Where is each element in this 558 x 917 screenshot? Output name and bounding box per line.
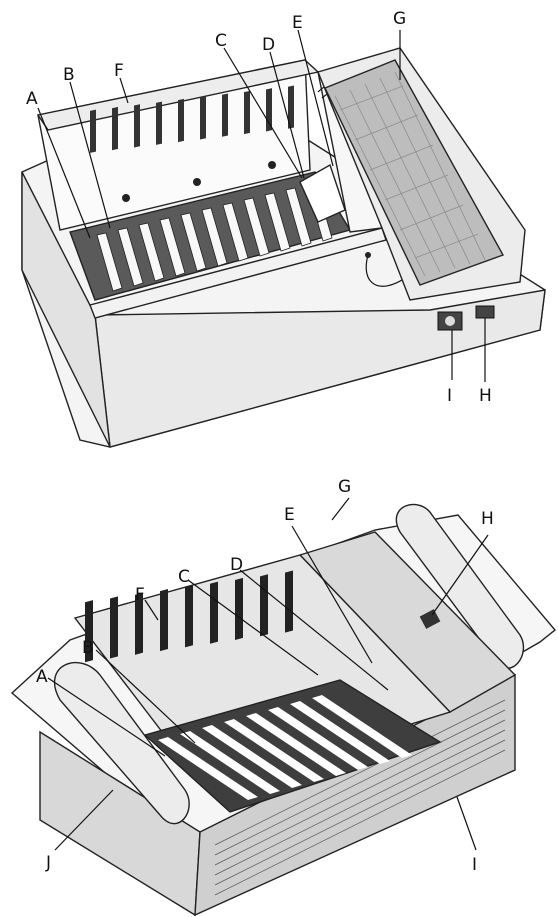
front-vent-grille (214, 699, 506, 896)
label-i: I (472, 855, 477, 875)
backplane-connectors (85, 570, 293, 663)
label-b: B (82, 638, 94, 658)
power-switch (419, 609, 441, 629)
bottom-diagram: A B F C D E G H I J (0, 460, 558, 917)
label-e: E (292, 13, 303, 33)
left-handle (53, 661, 190, 825)
bottom-diagram-svg: A B F C D E G H I J (10, 477, 556, 917)
top-diagram: A B F C D E G I H (21, 9, 546, 448)
bottom-leader-lines (47, 497, 489, 851)
label-h: H (479, 386, 492, 406)
top-leader-lines (37, 29, 486, 382)
top-diagram-svg: A B F C D E G I H (21, 9, 546, 448)
label-c: C (178, 567, 190, 587)
label-i: I (447, 386, 452, 406)
label-a: A (26, 89, 38, 109)
label-f: F (114, 61, 124, 81)
label-j: J (45, 853, 51, 873)
cable (365, 254, 406, 287)
mount-hole (122, 194, 130, 202)
label-g: G (338, 477, 351, 497)
back-wall-slots (90, 85, 294, 153)
vent-grille (334, 71, 486, 277)
label-h: H (481, 509, 494, 529)
label-d: D (262, 35, 275, 55)
mount-hole (193, 178, 201, 186)
label-e: E (284, 505, 295, 525)
connector-block (299, 163, 346, 223)
cable-end (365, 252, 371, 258)
power-switch (475, 305, 495, 319)
base-tray-left (21, 171, 111, 448)
label-c: C (215, 31, 227, 51)
floor-card-slots (158, 695, 412, 800)
socket-pin (445, 316, 455, 326)
mount-hole (268, 161, 276, 169)
label-g: G (393, 9, 406, 29)
label-f: F (135, 585, 145, 605)
floor-card-slots (96, 182, 333, 292)
label-a: A (36, 667, 48, 687)
label-d: D (230, 555, 243, 575)
power-supply-unit (324, 59, 505, 286)
label-b: B (63, 65, 75, 85)
